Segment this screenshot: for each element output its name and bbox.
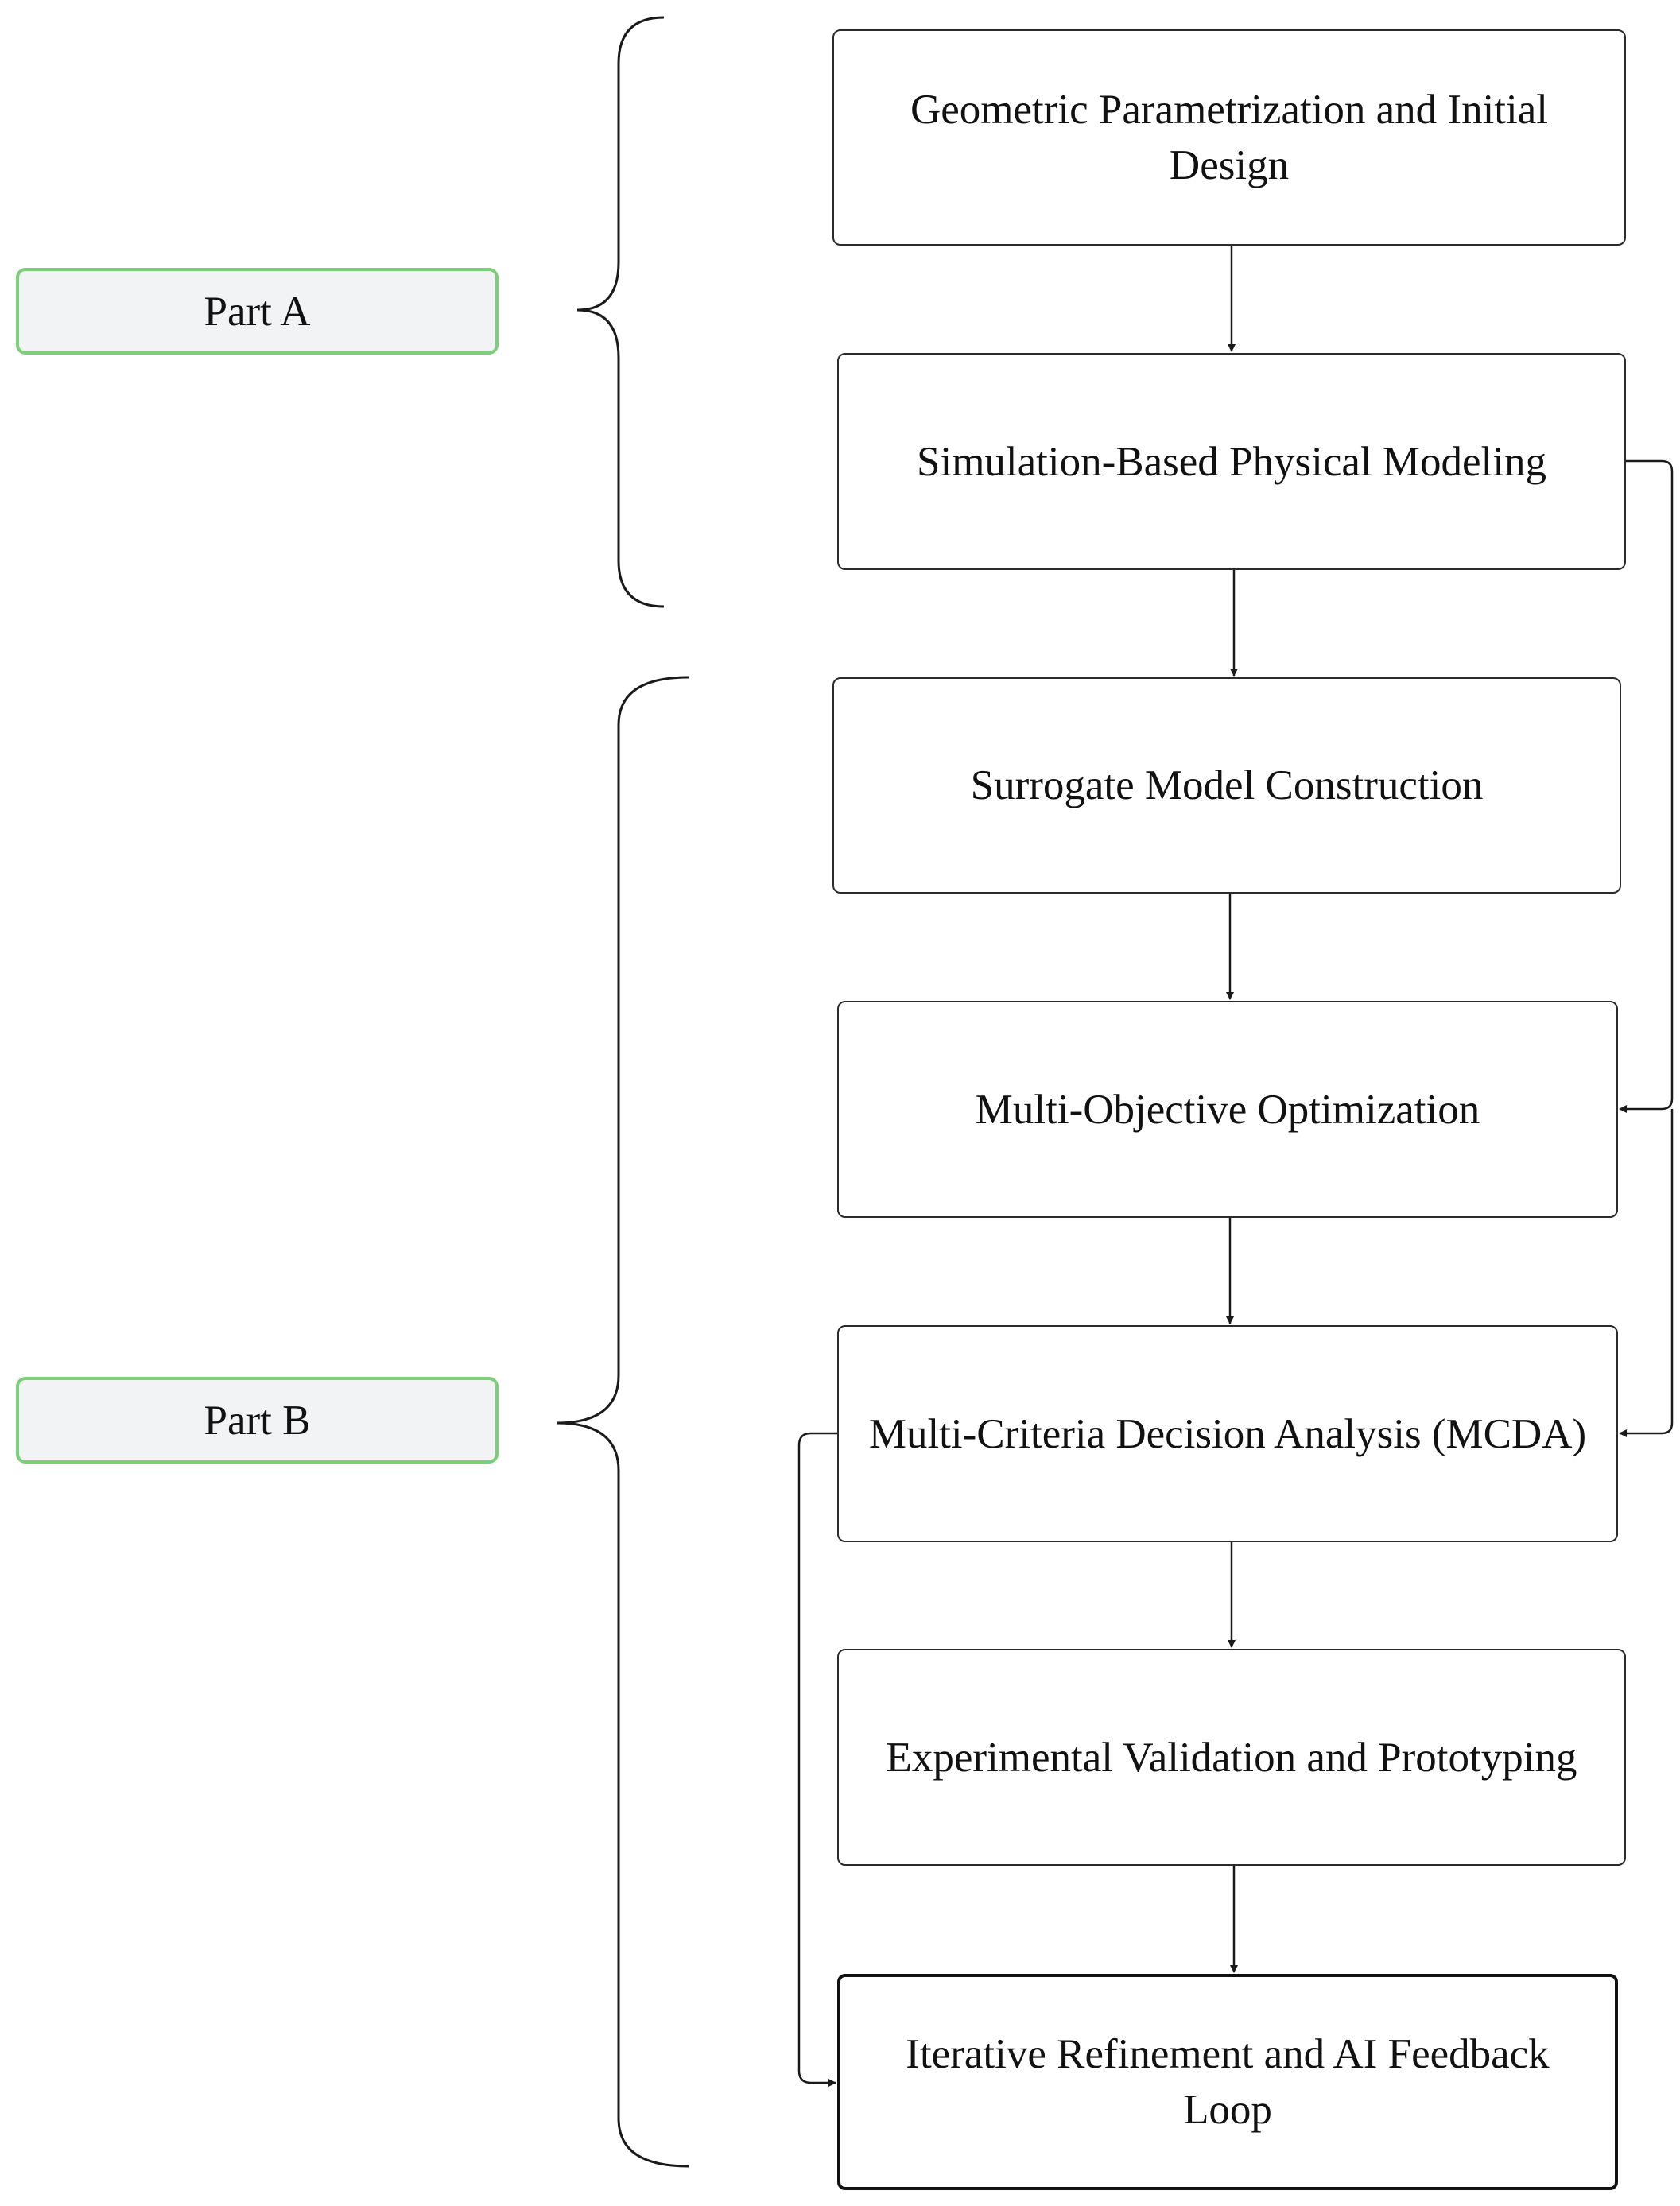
connector-simulation-to-optimization bbox=[1619, 459, 1674, 1113]
part-a-label: Part A bbox=[16, 268, 499, 355]
step-mcda: Multi-Criteria Decision Analysis (MCDA) bbox=[837, 1325, 1618, 1542]
step-label: Geometric Parametrization and Initial De… bbox=[910, 87, 1549, 188]
step-label: Iterative Refinement and AI Feedback Loo… bbox=[906, 2031, 1550, 2133]
step-label: Multi-Criteria Decision Analysis (MCDA) bbox=[868, 1410, 1587, 1457]
step-multi-objective-optimization: Multi-Objective Optimization bbox=[837, 1001, 1618, 1218]
step-surrogate-model: Surrogate Model Construction bbox=[832, 677, 1621, 894]
step-label: Simulation-Based Physical Modeling bbox=[917, 438, 1546, 485]
part-b-brace bbox=[556, 676, 689, 2168]
part-a-brace bbox=[576, 16, 665, 608]
step-label: Surrogate Model Construction bbox=[970, 762, 1484, 808]
step-label: Multi-Objective Optimization bbox=[975, 1086, 1480, 1133]
step-label: Experimental Validation and Prototyping bbox=[886, 1734, 1577, 1781]
connector-mcda-to-refinement bbox=[797, 1432, 837, 2087]
step-iterative-refinement: Iterative Refinement and AI Feedback Loo… bbox=[837, 1974, 1618, 2190]
part-b-text: Part B bbox=[204, 1397, 311, 1444]
part-a-text: Part A bbox=[204, 288, 311, 335]
connector-simulation-to-mcda bbox=[1619, 1109, 1674, 1437]
part-b-label: Part B bbox=[16, 1377, 499, 1464]
step-experimental-validation: Experimental Validation and Prototyping bbox=[837, 1649, 1626, 1866]
step-simulation-modeling: Simulation-Based Physical Modeling bbox=[837, 353, 1626, 570]
step-geometric-parametrization: Geometric Parametrization and Initial De… bbox=[832, 29, 1626, 246]
